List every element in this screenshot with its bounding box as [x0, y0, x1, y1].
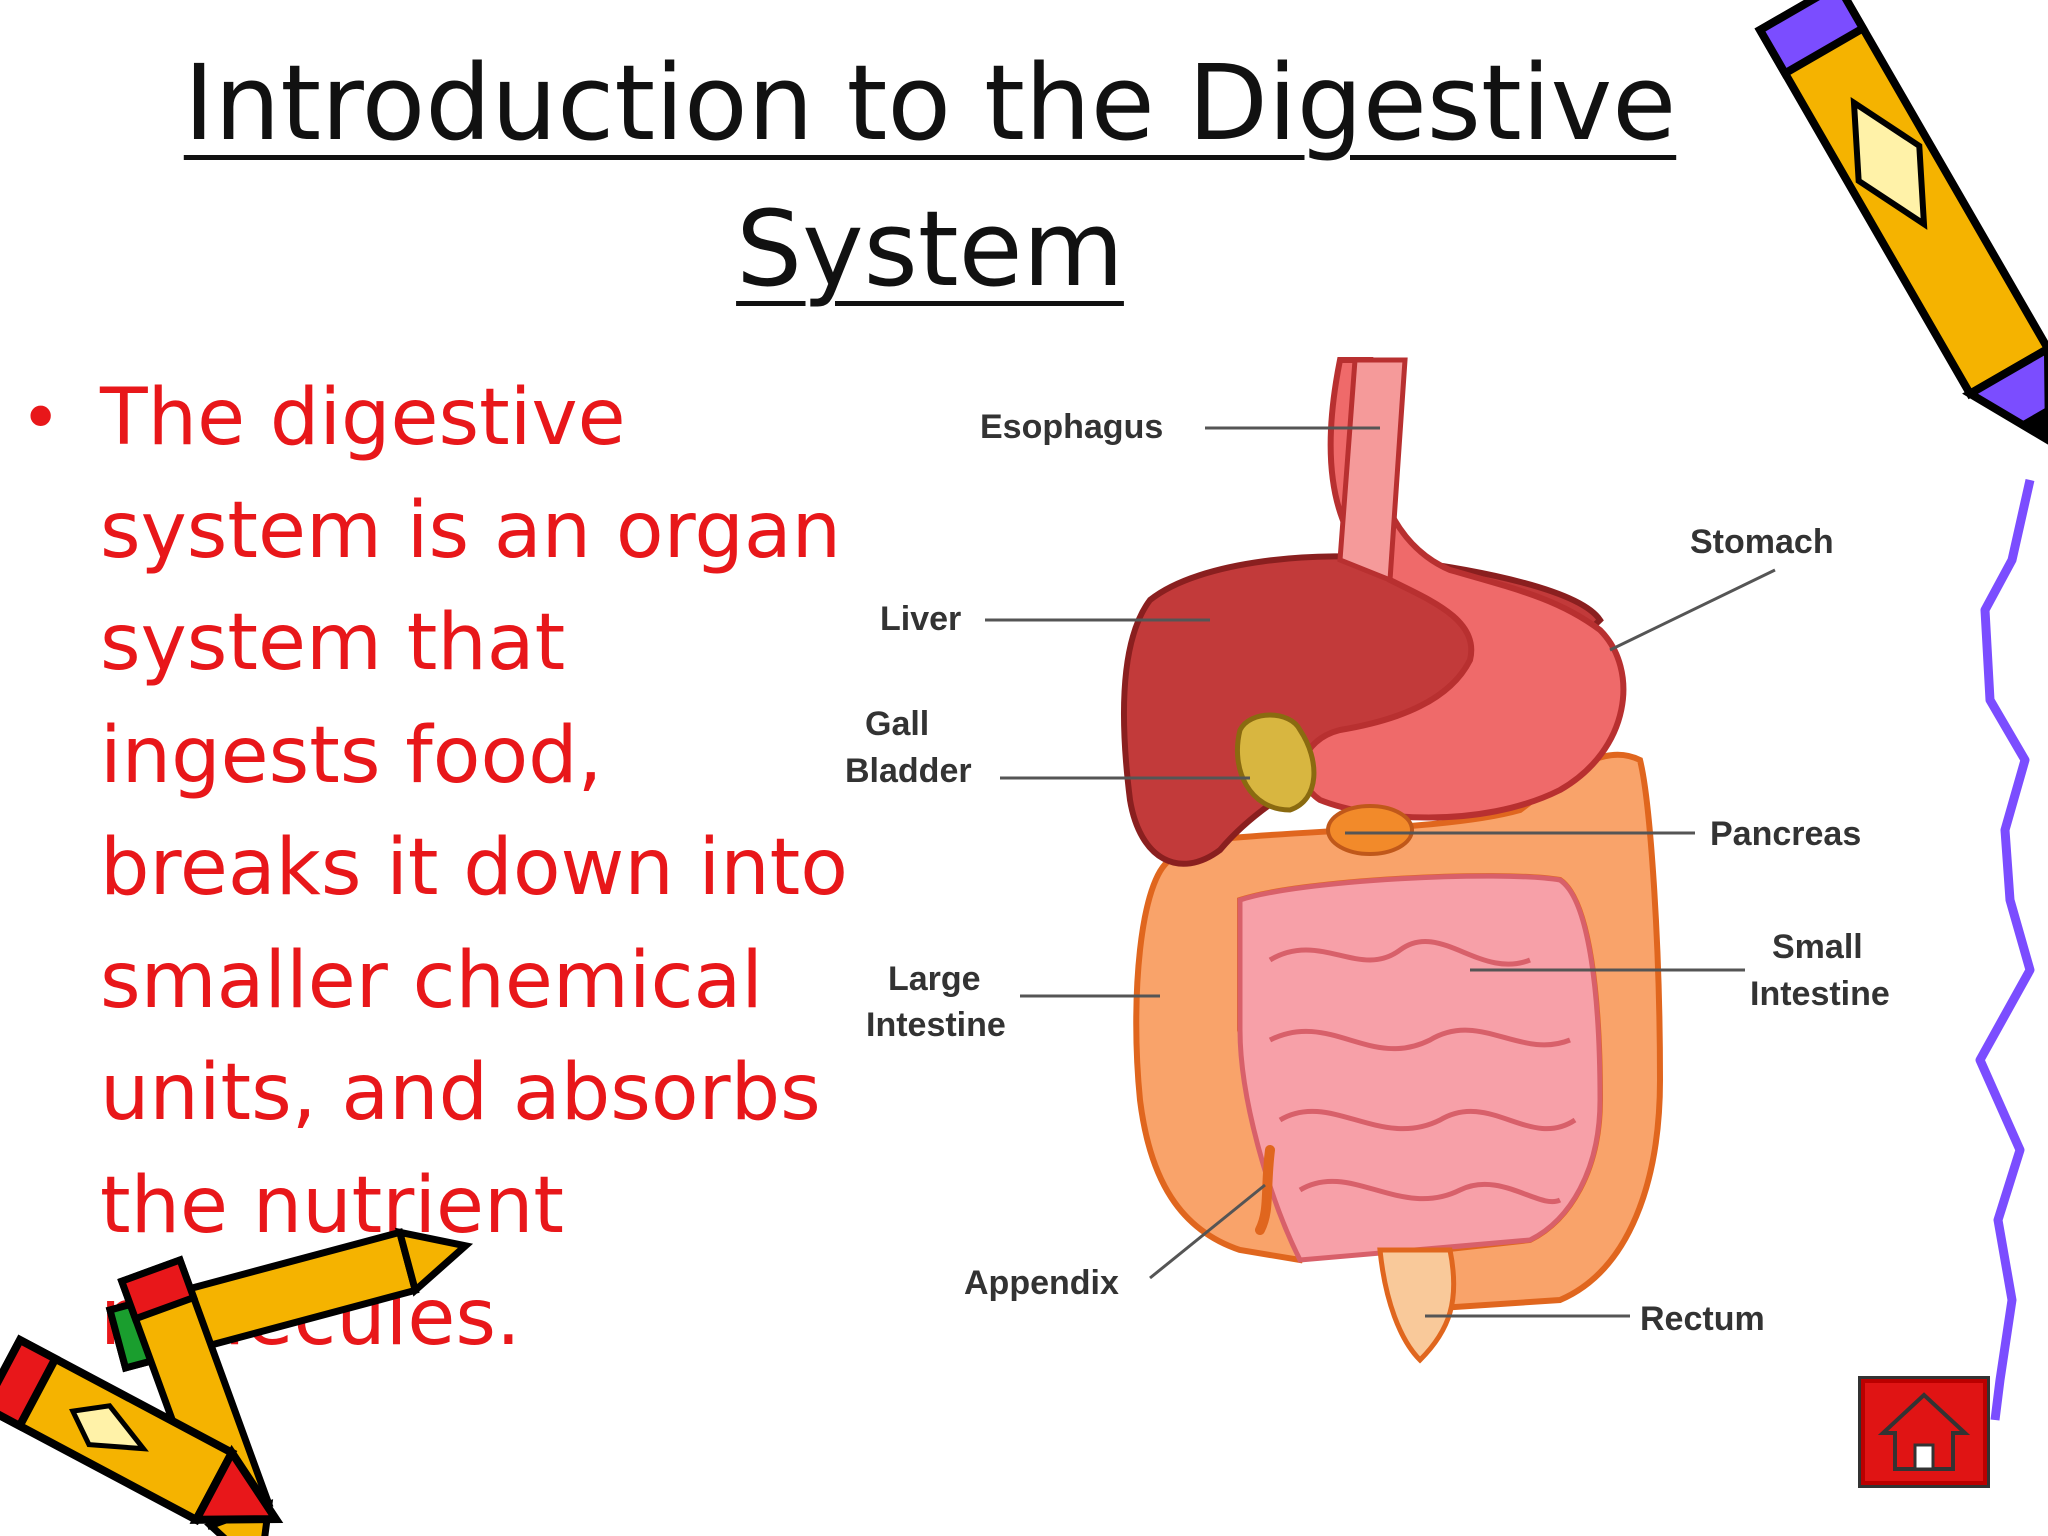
label-pancreas: Pancreas	[1710, 815, 1861, 853]
label-small-intestine-1: Small	[1772, 928, 1863, 966]
pancreas-shape	[1326, 804, 1414, 856]
esophagus-shape	[1337, 357, 1408, 584]
rectum-shape	[1377, 1247, 1457, 1364]
home-button[interactable]	[1858, 1376, 1990, 1488]
bullet-text: The digestive system is an organ system …	[100, 373, 848, 1363]
label-gall-bladder-1: Gall	[865, 705, 929, 743]
label-small-intestine-2: Intestine	[1750, 975, 1890, 1013]
label-rectum: Rectum	[1640, 1300, 1765, 1338]
appendix-shape	[1255, 1145, 1275, 1235]
label-large-intestine-2: Intestine	[866, 1006, 1006, 1044]
title-line-1: Introduction to the Digestive	[183, 42, 1677, 164]
label-stomach: Stomach	[1690, 523, 1834, 561]
slide-title: Introduction to the Digestive System	[180, 30, 1680, 322]
bullet-dot: •	[20, 377, 62, 459]
label-appendix: Appendix	[964, 1264, 1119, 1302]
squiggle-line	[1975, 479, 2035, 1421]
label-esophagus: Esophagus	[980, 408, 1163, 446]
home-icon	[1877, 1392, 1971, 1471]
gall-bladder-shape	[1234, 712, 1317, 813]
label-liver: Liver	[880, 600, 961, 638]
title-line-2: System	[736, 188, 1124, 310]
label-gall-bladder-2: Bladder	[845, 752, 972, 790]
label-large-intestine-1: Large	[888, 960, 981, 998]
